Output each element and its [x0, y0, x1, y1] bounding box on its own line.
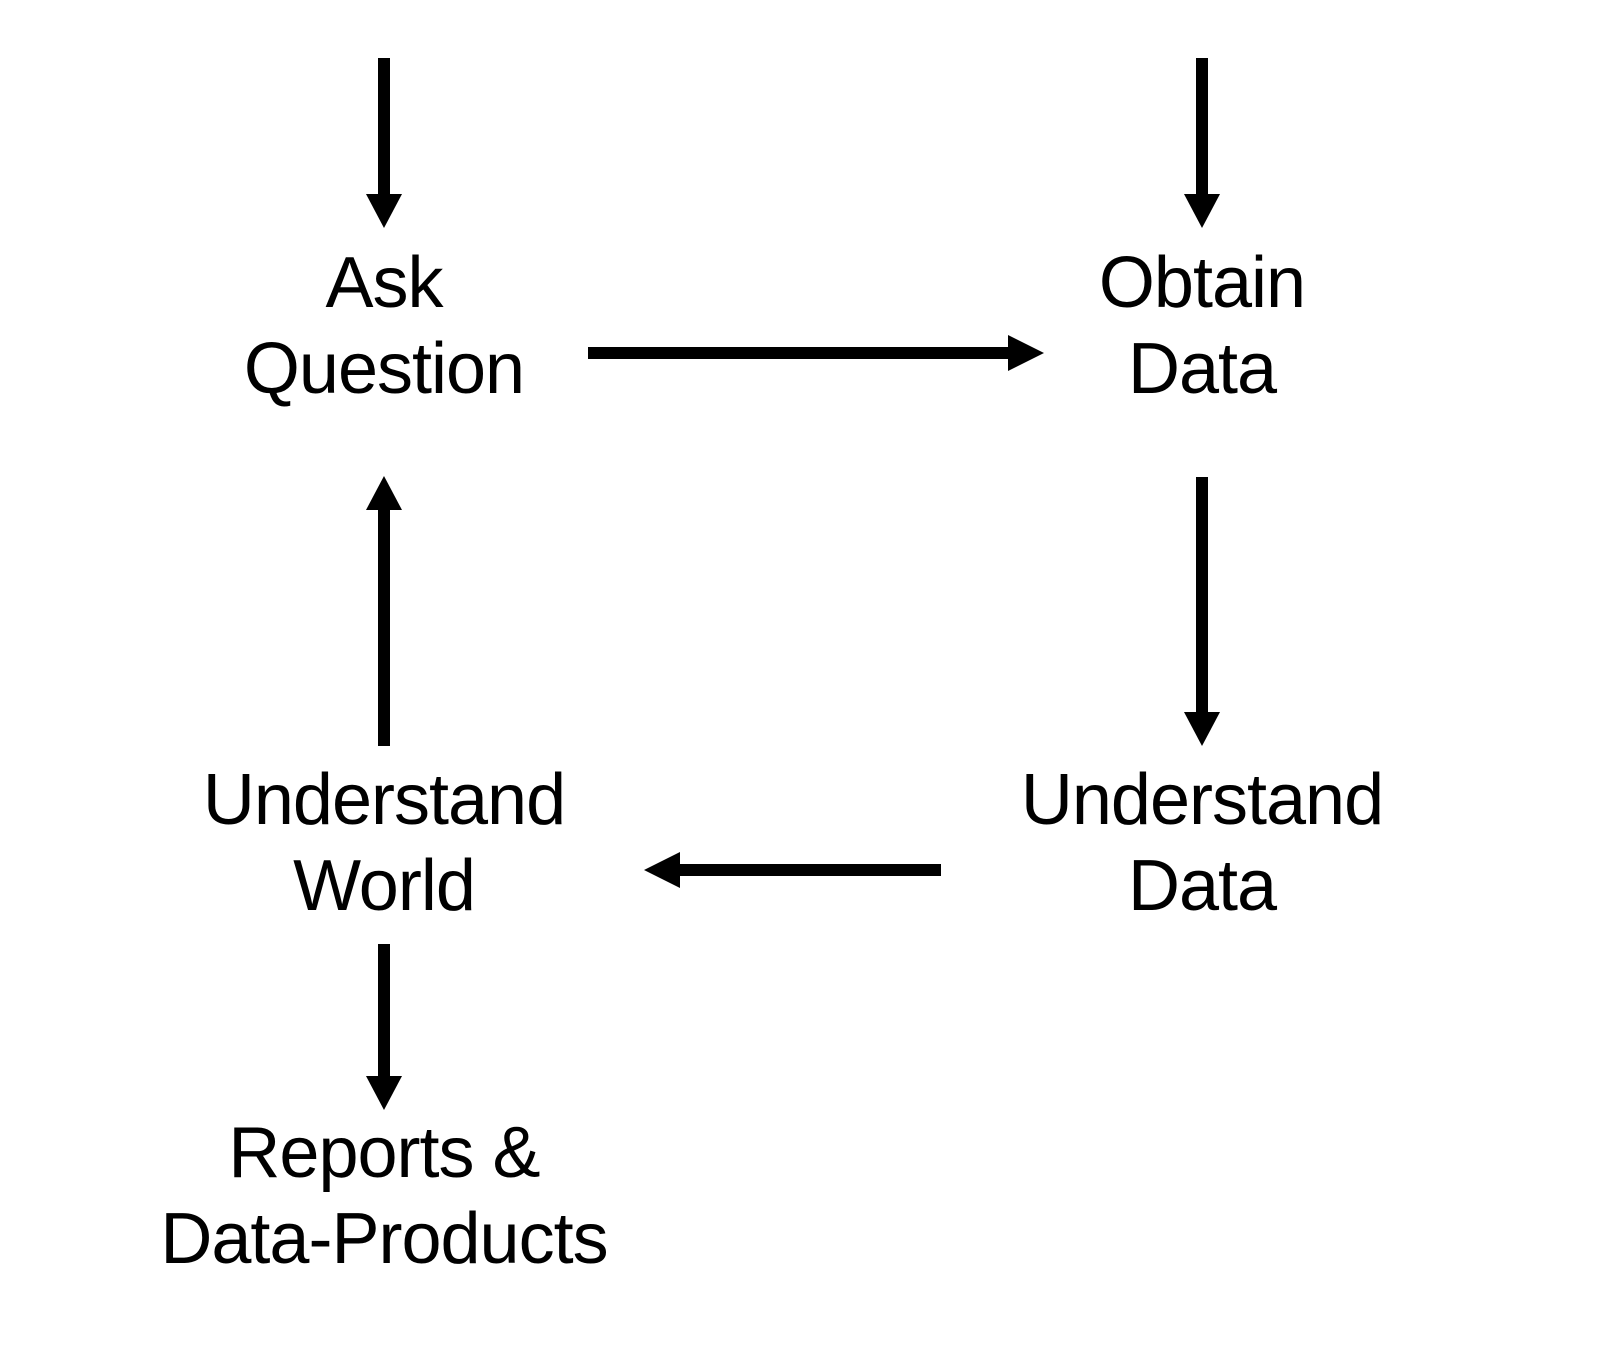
node-ask-question-line1: Ask — [325, 243, 443, 323]
node-understand-data-line1: Understand — [1020, 760, 1384, 840]
node-understand-world: Understand World — [134, 757, 634, 929]
arrow-world-to-reports — [366, 944, 402, 1110]
node-reports-line1: Reports & — [228, 1113, 540, 1193]
arrow-ask-to-obtain — [588, 335, 1044, 371]
node-understand-world-line2: World — [293, 846, 476, 926]
node-understand-data-line2: Data — [1127, 846, 1277, 926]
node-ask-question-line2: Question — [243, 329, 525, 409]
arrow-obtain-to-understand-data — [1184, 477, 1220, 746]
node-ask-question: Ask Question — [134, 240, 634, 412]
node-obtain-data-line2: Data — [1127, 329, 1277, 409]
node-understand-data: Understand Data — [952, 757, 1452, 929]
node-reports-line2: Data-Products — [160, 1199, 608, 1279]
entry-arrow-obtain-data — [1184, 58, 1220, 228]
arrow-world-to-ask — [366, 476, 402, 746]
arrow-understand-data-to-world — [644, 852, 941, 888]
node-obtain-data: Obtain Data — [952, 240, 1452, 412]
node-obtain-data-line1: Obtain — [1098, 243, 1306, 323]
node-understand-world-line1: Understand — [202, 760, 566, 840]
node-reports-data-products: Reports & Data-Products — [84, 1110, 684, 1282]
entry-arrow-ask-question — [366, 58, 402, 228]
